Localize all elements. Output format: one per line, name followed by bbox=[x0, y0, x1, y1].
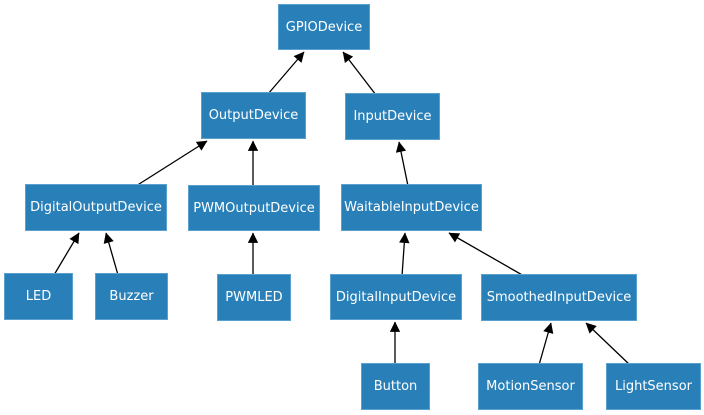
edge-motionsensor-to-smoothedinputdevice bbox=[538, 322, 554, 366]
edge-digitalinputdevice-to-waitableinputdevice bbox=[399, 232, 410, 277]
edge-led-to-digitaloutputdevice bbox=[53, 232, 80, 276]
node-label-inputdevice: InputDevice bbox=[353, 109, 432, 124]
node-label-motionsensor: MotionSensor bbox=[486, 379, 575, 394]
node-pwmoutputdevice[interactable]: PWMOutputDevice bbox=[188, 185, 320, 231]
node-outputdevice[interactable]: OutputDevice bbox=[201, 92, 306, 139]
node-button[interactable]: Button bbox=[361, 363, 430, 410]
node-label-led: LED bbox=[25, 289, 52, 304]
edge-buzzer-to-digitaloutputdevice bbox=[103, 232, 119, 276]
node-label-pwmoutputdevice: PWMOutputDevice bbox=[193, 200, 315, 216]
edge-digitaloutputdevice-to-outputdevice bbox=[135, 140, 208, 187]
node-label-lightsensor: LightSensor bbox=[614, 379, 692, 394]
node-digitaloutputdevice[interactable]: DigitalOutputDevice bbox=[25, 184, 167, 231]
node-lightsensor[interactable]: LightSensor bbox=[606, 363, 701, 410]
node-buzzer[interactable]: Buzzer bbox=[95, 273, 168, 320]
edges-group bbox=[53, 51, 631, 366]
node-label-digitalinputdevice: DigitalInputDevice bbox=[335, 289, 457, 305]
edge-lightsensor-to-smoothedinputdevice bbox=[585, 322, 631, 366]
node-label-digitaloutputdevice: DigitalOutputDevice bbox=[30, 200, 162, 215]
node-gpiodevice[interactable]: GPIODevice bbox=[278, 4, 370, 50]
node-label-button: Button bbox=[373, 379, 418, 394]
node-label-gpiodevice: GPIODevice bbox=[285, 19, 363, 35]
node-smoothedinputdevice[interactable]: SmoothedInputDevice bbox=[481, 274, 637, 321]
node-label-pwmled: PWMLED bbox=[225, 290, 283, 305]
edge-waitableinputdevice-to-inputdevice bbox=[395, 141, 409, 187]
edge-inputdevice-to-gpiodevice bbox=[342, 51, 377, 96]
node-waitableinputdevice[interactable]: WaitableInputDevice bbox=[341, 184, 482, 231]
edge-smoothedinputdevice-to-waitableinputdevice bbox=[448, 232, 525, 277]
node-inputdevice[interactable]: InputDevice bbox=[345, 93, 440, 140]
edge-outputdevice-to-gpiodevice bbox=[267, 51, 305, 95]
node-motionsensor[interactable]: MotionSensor bbox=[478, 363, 583, 410]
node-label-buzzer: Buzzer bbox=[109, 289, 154, 304]
node-label-outputdevice: OutputDevice bbox=[208, 108, 299, 123]
node-label-smoothedinputdevice: SmoothedInputDevice bbox=[486, 290, 632, 305]
node-led[interactable]: LED bbox=[4, 273, 73, 320]
node-digitalinputdevice[interactable]: DigitalInputDevice bbox=[330, 274, 462, 320]
node-pwmled[interactable]: PWMLED bbox=[217, 274, 291, 321]
node-label-waitableinputdevice: WaitableInputDevice bbox=[344, 200, 479, 215]
